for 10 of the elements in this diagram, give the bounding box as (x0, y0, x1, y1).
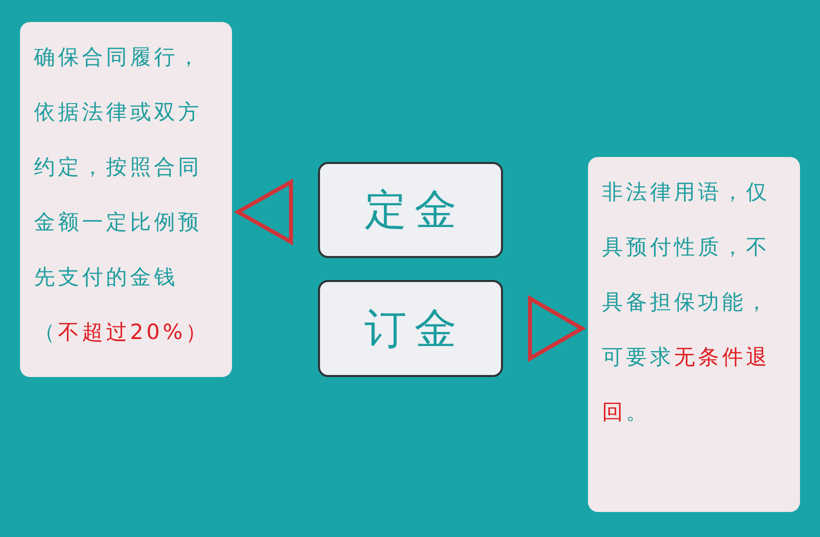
triangle-arrow (234, 178, 293, 246)
note-card (588, 157, 800, 512)
description-text: 确保合同履行，依据法律或双方约定，按照合同金额一定比例预先支付的金钱（不超过20%） (34, 44, 211, 346)
term-box (318, 280, 503, 377)
term-label: 定金 (364, 184, 464, 236)
term-box (318, 162, 503, 258)
note-card (20, 22, 232, 377)
description-text: 非法律用语，仅具预付性质，不具备担保功能，可要求无条件退回。 (602, 179, 771, 426)
term-label: 订金 (364, 302, 464, 354)
triangle-arrow (528, 295, 586, 362)
